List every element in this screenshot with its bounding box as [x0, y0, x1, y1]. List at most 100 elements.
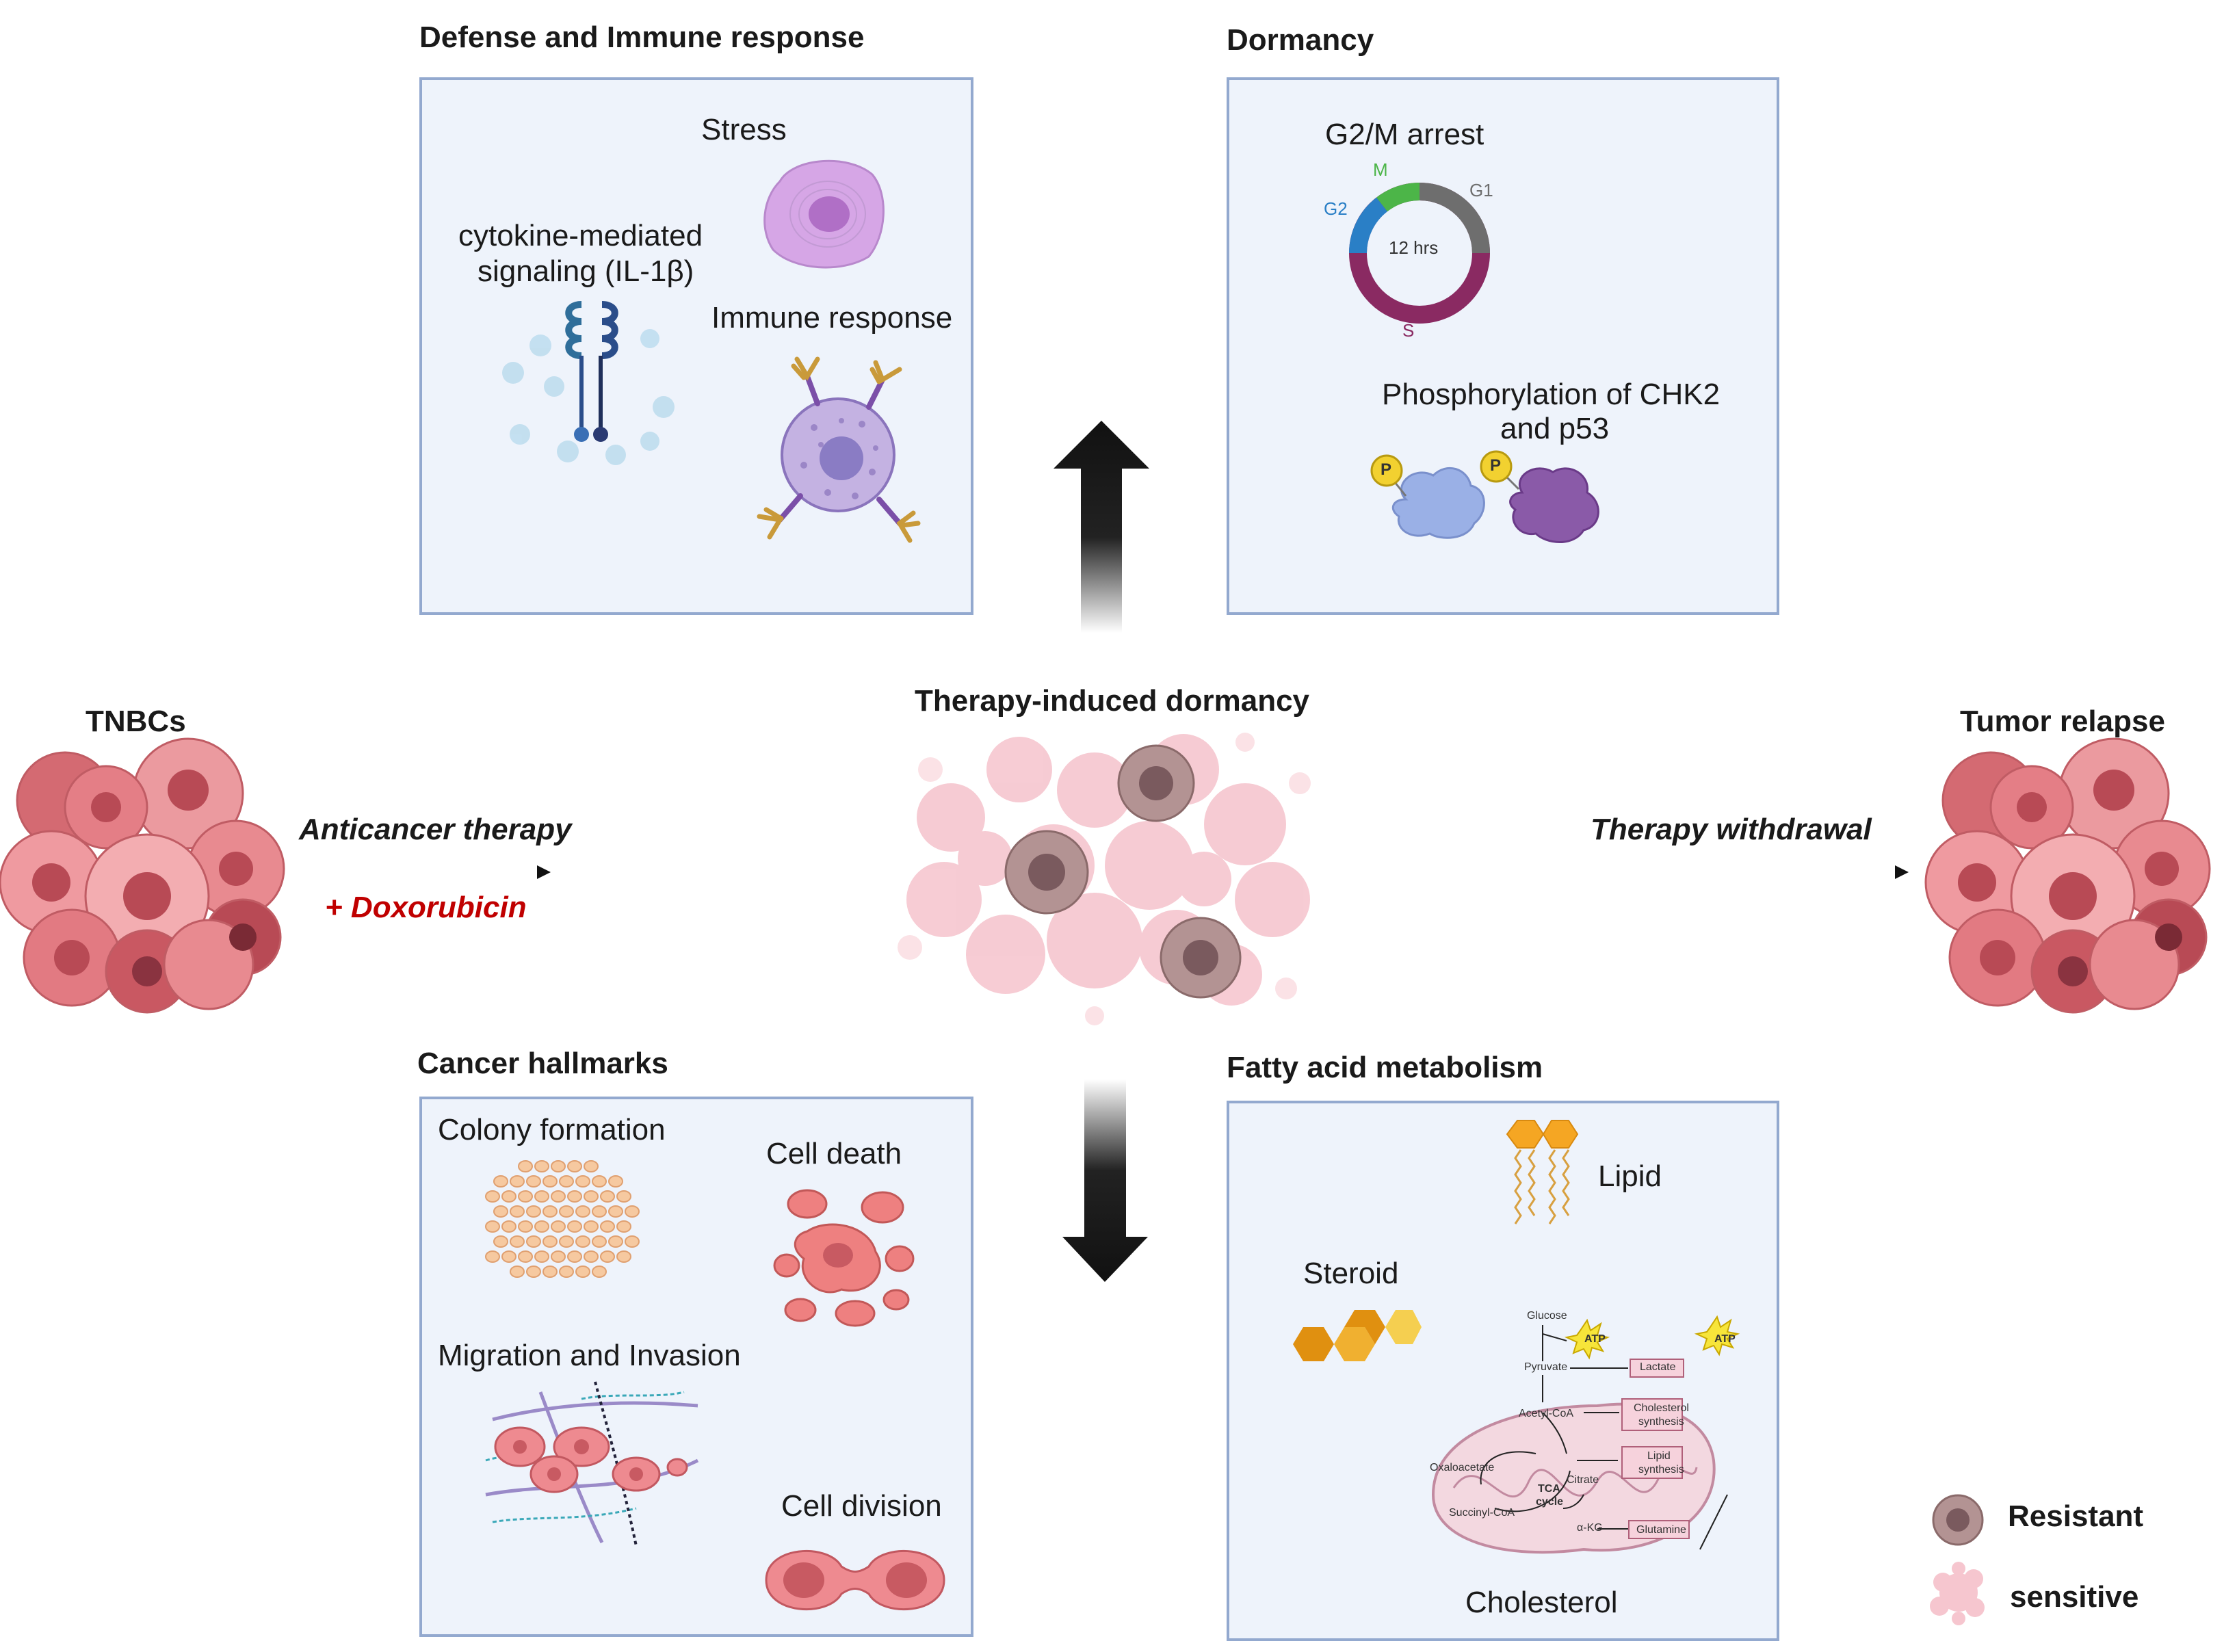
colony-cell	[584, 1160, 599, 1172]
pathway-chol-syn-2: synthesis	[1638, 1416, 1684, 1428]
withdrawal-arrow	[1553, 865, 1909, 879]
colony-cell	[592, 1205, 607, 1218]
cell-division-label: Cell division	[781, 1489, 942, 1523]
pathway-lactate: Lactate	[1640, 1361, 1676, 1373]
panel-title-defense: Defense and Immune response	[419, 21, 865, 54]
colony-cell	[551, 1220, 566, 1233]
pathway-succinyl-coa: Succinyl-CoA	[1449, 1507, 1515, 1519]
panel-fatty-acid	[1227, 1101, 1779, 1641]
cell-death-label: Cell death	[766, 1137, 902, 1170]
colony-cell	[575, 1205, 590, 1218]
tnbc-label: TNBCs	[86, 705, 186, 738]
p-badge-1: P	[1381, 460, 1392, 479]
colony-cell	[551, 1160, 566, 1172]
colony-cell	[592, 1235, 607, 1248]
pathway-atp-1: ATP	[1584, 1333, 1606, 1345]
colony-cell	[567, 1160, 582, 1172]
colony-cell	[518, 1160, 533, 1172]
colony-cell	[559, 1175, 574, 1188]
colony-cell	[534, 1160, 549, 1172]
colony-cell	[534, 1220, 549, 1233]
colony-cell	[485, 1190, 500, 1203]
pathway-tca-1: TCA	[1538, 1483, 1560, 1495]
immune-cell-antibody-icon	[757, 356, 921, 543]
panel-title-dormancy: Dormancy	[1227, 23, 1374, 57]
relapse-tumor-cluster-icon	[1924, 737, 2211, 1014]
colony-formation-label: Colony formation	[438, 1113, 666, 1146]
colony-cell	[567, 1190, 582, 1203]
lipid-label: Lipid	[1598, 1159, 1662, 1193]
pathway-lipid-syn-1: Lipid	[1647, 1450, 1671, 1462]
colony-cell	[501, 1190, 516, 1203]
phase-g1-label: G1	[1469, 180, 1493, 200]
colony-cell	[526, 1175, 541, 1188]
panel-title-hallmarks: Cancer hallmarks	[417, 1047, 668, 1080]
immune-response-label: Immune response	[711, 301, 953, 335]
cell-death-icon	[773, 1189, 915, 1327]
legend-resistant-label: Resistant	[2008, 1499, 2144, 1533]
colony-cell	[501, 1250, 516, 1263]
panel-title-fatty: Fatty acid metabolism	[1227, 1051, 1543, 1084]
colony-cell	[625, 1205, 640, 1218]
cell-cycle-diagram	[1349, 183, 1490, 324]
colony-cell	[510, 1266, 525, 1278]
colony-cell	[485, 1220, 500, 1233]
colony-cell	[518, 1220, 533, 1233]
lipid-icon	[1506, 1120, 1579, 1224]
pathway-lipid-syn-2: synthesis	[1638, 1464, 1684, 1476]
up-arrow	[1054, 421, 1149, 633]
colony-cell	[542, 1235, 558, 1248]
colony-cell	[608, 1235, 623, 1248]
therapy-induced-dormancy-label: Therapy-induced dormancy	[915, 684, 1310, 718]
cytokine-label-line2: signaling (IL-1β)	[477, 254, 694, 288]
mitochondria-pathway-diagram	[1431, 1315, 1740, 1554]
colony-cell	[575, 1175, 590, 1188]
therapy-withdrawal-label: Therapy withdrawal	[1591, 813, 1872, 846]
phase-m-label: M	[1373, 159, 1388, 180]
colony-cell	[534, 1250, 549, 1263]
sensitive-cell-legend-icon	[1930, 1562, 1985, 1625]
colony-cell	[559, 1266, 574, 1278]
colony-cell	[616, 1190, 631, 1203]
doxorubicin-label: + Doxorubicin	[325, 891, 527, 924]
colony-cell	[510, 1205, 525, 1218]
colony-cell	[542, 1175, 558, 1188]
colony-cell	[567, 1250, 582, 1263]
pathway-atp-2: ATP	[1714, 1333, 1736, 1345]
colony-cell	[510, 1175, 525, 1188]
panel-cancer-hallmarks	[419, 1097, 973, 1637]
colony-cell	[526, 1266, 541, 1278]
phase-s-label: S	[1402, 320, 1415, 341]
colony-cell	[542, 1205, 558, 1218]
colony-cell	[542, 1266, 558, 1278]
pathway-acetyl-coa: Acetyl-CoA	[1519, 1408, 1574, 1419]
colony-cell	[526, 1205, 541, 1218]
steroid-icon	[1293, 1310, 1422, 1361]
chk2-p53-proteins-icon	[1370, 450, 1599, 543]
p-badge-2: P	[1490, 456, 1502, 475]
therapy-arrow	[294, 865, 551, 879]
colony-cell	[518, 1190, 533, 1203]
phosphorylation-label-line2: and p53	[1500, 412, 1610, 445]
colony-cell	[625, 1235, 640, 1248]
pathway-chol-syn-1: Cholesterol	[1634, 1402, 1689, 1414]
colony-cell	[600, 1220, 615, 1233]
colony-cell	[493, 1175, 508, 1188]
colony-cell	[584, 1250, 599, 1263]
colony-cell	[559, 1235, 574, 1248]
g2m-arrest-label: G2/M arrest	[1325, 118, 1484, 151]
colony-cell	[551, 1190, 566, 1203]
colony-cell	[600, 1190, 615, 1203]
pathway-tca-2: cycle	[1536, 1496, 1564, 1508]
panel-defense-immune	[419, 77, 973, 615]
pathway-glutamine: Glutamine	[1636, 1524, 1686, 1536]
stressed-cell-icon	[763, 159, 885, 269]
colony-cell	[608, 1175, 623, 1188]
colony-cell	[559, 1205, 574, 1218]
cell-division-icon	[765, 1549, 945, 1611]
down-arrow	[1062, 1079, 1148, 1282]
colony-cell	[592, 1175, 607, 1188]
steroid-label: Steroid	[1303, 1257, 1399, 1290]
colony-cell	[575, 1235, 590, 1248]
pathway-glucose: Glucose	[1527, 1310, 1567, 1322]
